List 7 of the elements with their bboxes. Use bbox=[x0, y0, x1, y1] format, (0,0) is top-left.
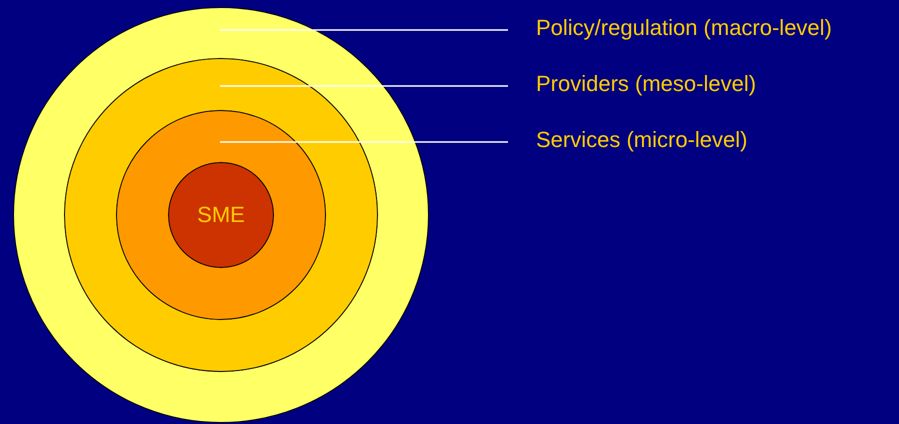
circle-label: SME bbox=[197, 202, 245, 228]
level-label: Providers (meso-level) bbox=[536, 71, 756, 97]
leader-line bbox=[220, 85, 508, 87]
leader-line bbox=[220, 29, 508, 31]
leader-line bbox=[220, 141, 508, 143]
level-label: Policy/regulation (macro-level) bbox=[536, 15, 832, 41]
level-label: Services (micro-level) bbox=[536, 127, 748, 153]
